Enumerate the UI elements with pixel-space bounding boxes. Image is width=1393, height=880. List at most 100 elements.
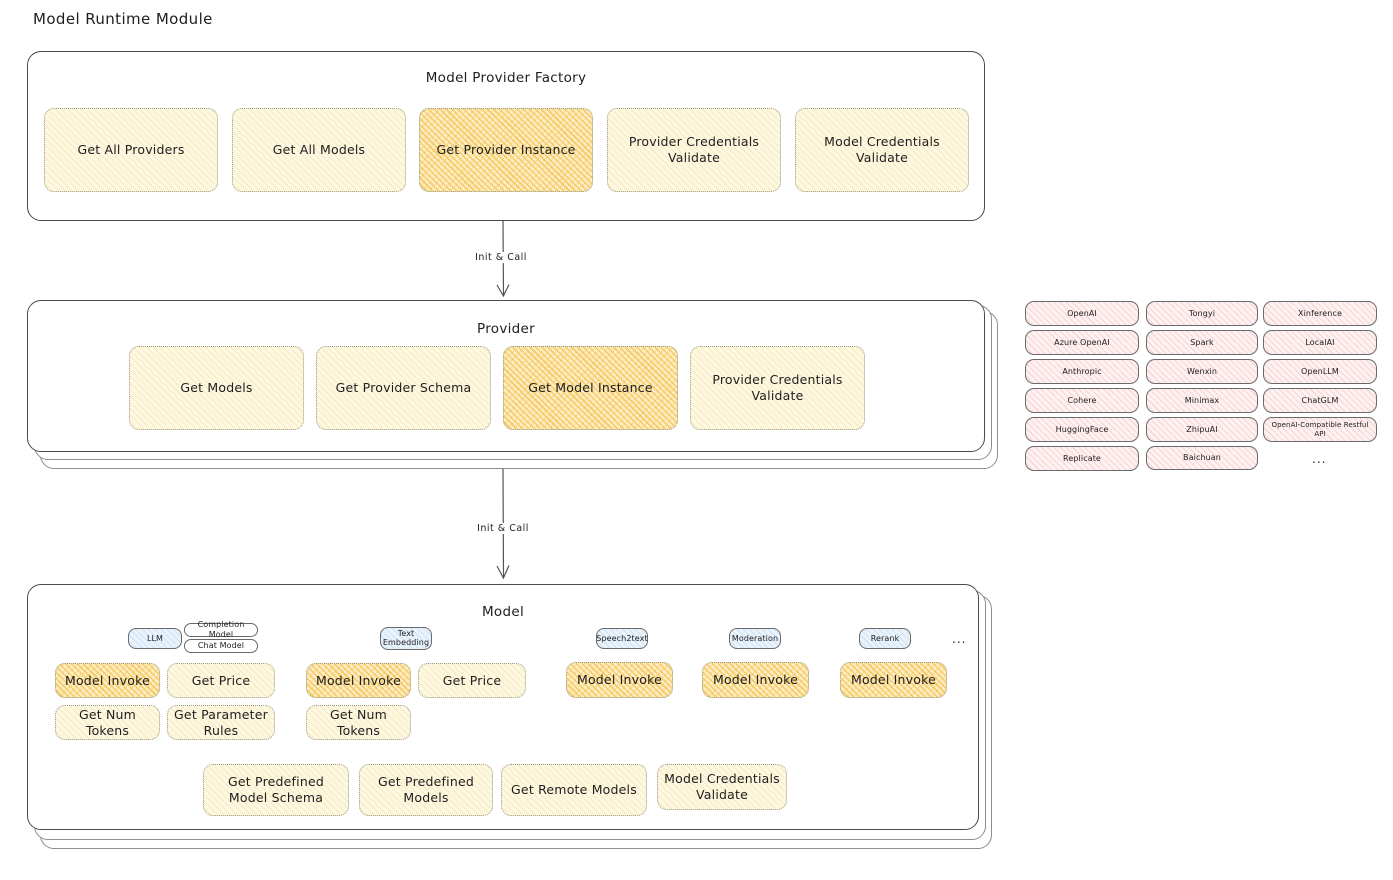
- provider-chip-anthropic[interactable]: Anthropic: [1025, 359, 1139, 384]
- text-embedding-method-get-num-tokens[interactable]: Get Num Tokens: [306, 705, 411, 740]
- model-variant-chat-model[interactable]: Chat Model: [184, 639, 258, 653]
- provider-method-label: Get Provider Schema: [335, 380, 472, 396]
- model-type-label: Text Embedding: [382, 628, 430, 647]
- provider-chip-azure-openai[interactable]: Azure OpenAI: [1025, 330, 1139, 355]
- llm-method-get-price[interactable]: Get Price: [167, 663, 275, 698]
- factory-method-label: Get All Providers: [77, 142, 185, 158]
- provider-chip-minimax[interactable]: Minimax: [1146, 388, 1258, 413]
- provider-method-label: Get Model Instance: [528, 380, 653, 396]
- provider-method-get-model-instance[interactable]: Get Model Instance: [503, 346, 678, 430]
- provider-chip-baichuan[interactable]: Baichuan: [1146, 446, 1258, 470]
- provider-chip-openai-compatible-restful-api[interactable]: OpenAI-Compatible Restful API: [1263, 417, 1377, 442]
- provider-chip-label: Replicate: [1063, 453, 1101, 463]
- model-provider-factory-title: Model Provider Factory: [425, 70, 587, 86]
- text-embedding-method-label: Get Price: [442, 672, 502, 688]
- model-common-method-label: Model Credentials Validate: [664, 771, 780, 802]
- provider-chip-spark[interactable]: Spark: [1146, 330, 1258, 355]
- llm-method-get-parameter-rules[interactable]: Get Parameter Rules: [167, 705, 275, 740]
- provider-chip-label: Minimax: [1184, 395, 1220, 405]
- provider-method-get-provider-schema[interactable]: Get Provider Schema: [316, 346, 491, 430]
- model-common-method-model-credentials-validate[interactable]: Model Credentials Validate: [657, 764, 787, 810]
- provider-chip-openai[interactable]: OpenAI: [1025, 301, 1139, 326]
- page-title: Model Runtime Module: [33, 10, 213, 28]
- model-type-moderation[interactable]: Moderation: [729, 628, 781, 649]
- provider-chip-label: Cohere: [1067, 395, 1097, 405]
- provider-chip-huggingface[interactable]: HuggingFace: [1025, 417, 1139, 442]
- model-common-method-label: Get Predefined Models: [378, 774, 474, 805]
- provider-method-label: Provider Credentials Validate: [712, 372, 843, 403]
- moderation-method-model-invoke[interactable]: Model Invoke: [702, 662, 809, 698]
- rerank-method-label: Model Invoke: [850, 672, 937, 688]
- model-variant-completion-model[interactable]: Completion Model: [184, 620, 258, 639]
- llm-method-model-invoke[interactable]: Model Invoke: [55, 663, 160, 698]
- model-type-speech2text[interactable]: Speech2text: [596, 628, 648, 649]
- provider-chip-label: Anthropic: [1062, 366, 1102, 376]
- llm-method-label: Get Price: [191, 672, 251, 688]
- llm-method-label: Model Invoke: [64, 672, 151, 688]
- factory-method-label: Model Credentials Validate: [824, 134, 940, 165]
- model-type-label: LLM: [146, 633, 164, 643]
- arrow-label-init-and-call-2: Init & Call: [474, 523, 532, 534]
- factory-method-label: Get Provider Instance: [436, 142, 576, 158]
- text-embedding-method-get-price[interactable]: Get Price: [418, 663, 526, 698]
- text-embedding-method-label: Model Invoke: [315, 672, 402, 688]
- provider-chip-label: LocalAI: [1305, 337, 1335, 347]
- provider-list-ellipsis: ...: [1312, 452, 1327, 466]
- llm-method-get-num-tokens[interactable]: Get Num Tokens: [55, 705, 160, 740]
- model-common-method-label: Get Predefined Model Schema: [228, 774, 324, 805]
- model-type-label: Moderation: [731, 633, 779, 643]
- provider-chip-label: HuggingFace: [1055, 424, 1109, 434]
- model-common-method-label: Get Remote Models: [511, 782, 637, 798]
- arrow-label-init-and-call-1: Init & Call: [472, 252, 530, 263]
- provider-chip-label: ZhipuAI: [1186, 424, 1218, 434]
- provider-chip-label: OpenLLM: [1301, 366, 1339, 376]
- model-variant-label: Completion Model: [197, 620, 245, 639]
- provider-chip-openllm[interactable]: OpenLLM: [1263, 359, 1377, 384]
- model-type-llm[interactable]: LLM: [128, 628, 182, 649]
- provider-chip-chatglm[interactable]: ChatGLM: [1263, 388, 1377, 413]
- factory-method-get-all-models[interactable]: Get All Models: [232, 108, 406, 192]
- model-title: Model: [481, 604, 525, 620]
- rerank-method-model-invoke[interactable]: Model Invoke: [840, 662, 947, 698]
- moderation-method-label: Model Invoke: [712, 672, 799, 688]
- provider-chip-label: Xinference: [1298, 308, 1342, 318]
- provider-chip-label: Azure OpenAI: [1054, 337, 1110, 347]
- provider-chip-xinference[interactable]: Xinference: [1263, 301, 1377, 326]
- llm-method-label: Get Num Tokens: [78, 706, 137, 738]
- factory-method-provider-credentials-validate[interactable]: Provider Credentials Validate: [607, 108, 781, 192]
- provider-method-label: Get Models: [180, 380, 253, 396]
- speech2text-method-model-invoke[interactable]: Model Invoke: [566, 662, 673, 698]
- provider-chip-wenxin[interactable]: Wenxin: [1146, 359, 1258, 384]
- provider-chip-label: OpenAI: [1067, 308, 1097, 318]
- factory-method-model-credentials-validate[interactable]: Model Credentials Validate: [795, 108, 969, 192]
- model-common-method-get-predefined-model-schema[interactable]: Get Predefined Model Schema: [203, 764, 349, 816]
- model-type-rerank[interactable]: Rerank: [859, 628, 911, 649]
- provider-chip-cohere[interactable]: Cohere: [1025, 388, 1139, 413]
- factory-method-label: Provider Credentials Validate: [628, 134, 760, 165]
- provider-chip-label: Spark: [1190, 337, 1214, 347]
- model-variant-label: Chat Model: [197, 641, 245, 650]
- provider-chip-replicate[interactable]: Replicate: [1025, 446, 1139, 471]
- text-embedding-method-label: Get Num Tokens: [329, 706, 388, 738]
- factory-method-get-all-providers[interactable]: Get All Providers: [44, 108, 218, 192]
- factory-method-label: Get All Models: [272, 142, 366, 158]
- llm-method-label: Get Parameter Rules: [174, 706, 268, 738]
- model-common-method-get-predefined-models[interactable]: Get Predefined Models: [359, 764, 493, 816]
- provider-chip-localai[interactable]: LocalAI: [1263, 330, 1377, 355]
- provider-title: Provider: [477, 321, 535, 337]
- factory-method-get-provider-instance[interactable]: Get Provider Instance: [419, 108, 593, 192]
- provider-chip-label: OpenAI-Compatible Restful API: [1271, 420, 1369, 438]
- text-embedding-method-model-invoke[interactable]: Model Invoke: [306, 663, 411, 698]
- provider-chip-label: Tongyi: [1188, 308, 1216, 318]
- provider-chip-label: Baichuan: [1183, 453, 1221, 462]
- speech2text-method-label: Model Invoke: [576, 672, 663, 688]
- model-common-method-get-remote-models[interactable]: Get Remote Models: [501, 764, 647, 816]
- model-types-ellipsis: ...: [952, 632, 967, 646]
- model-type-label: Rerank: [870, 633, 900, 643]
- provider-method-get-models[interactable]: Get Models: [129, 346, 304, 430]
- provider-method-provider-credentials-validate[interactable]: Provider Credentials Validate: [690, 346, 865, 430]
- model-type-text-embedding[interactable]: Text Embedding: [380, 627, 432, 650]
- provider-chip-zhipuai[interactable]: ZhipuAI: [1146, 417, 1258, 442]
- provider-chip-tongyi[interactable]: Tongyi: [1146, 301, 1258, 326]
- provider-chip-label: ChatGLM: [1301, 395, 1339, 405]
